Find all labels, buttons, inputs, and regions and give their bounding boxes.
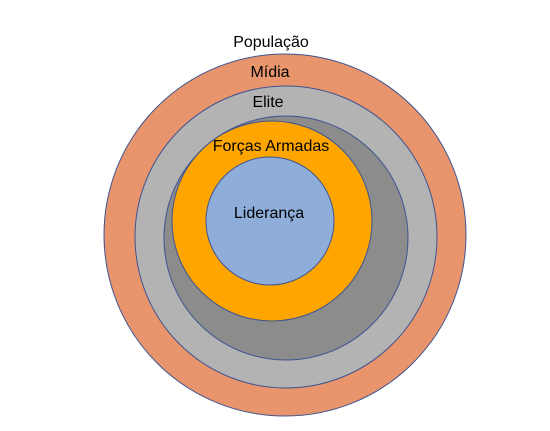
label-forcas-armadas: Forças Armadas: [213, 138, 329, 155]
label-populacao: População: [233, 34, 309, 51]
ring-lideranca: [205, 156, 335, 286]
label-elite: Elite: [252, 94, 283, 111]
label-lideranca: Liderança: [234, 205, 304, 222]
label-midia: Mídia: [250, 64, 289, 81]
